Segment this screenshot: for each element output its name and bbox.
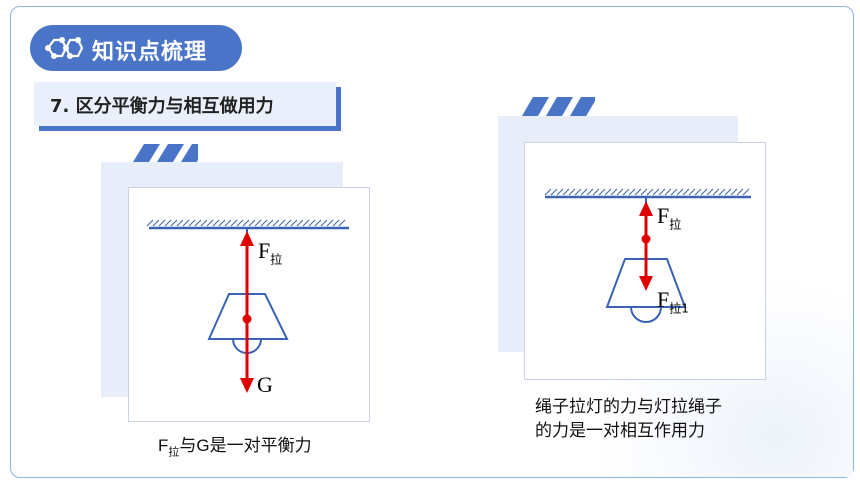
label-f-pull: F拉	[258, 238, 283, 267]
page-title: 知识点梳理	[92, 40, 208, 65]
molecule-icon	[45, 37, 84, 59]
caption-interaction-line2: 的力是一对相互作用力	[535, 421, 705, 440]
force-arrows	[240, 231, 254, 393]
ceiling-hatch	[146, 219, 346, 227]
section-heading: 7. 区分平衡力与相互做用力	[50, 96, 274, 117]
label-f-pull-lamp: F拉1	[657, 287, 689, 316]
caption-interaction-line1: 绳子拉灯的力与灯拉绳子	[535, 397, 722, 416]
label-gravity: G	[257, 372, 273, 397]
lamp-shade	[605, 258, 687, 323]
interaction-force-diagram	[544, 188, 751, 323]
section-banner	[34, 82, 336, 126]
force-arrows	[639, 201, 653, 291]
caption-balance: F拉与G是一对平衡力	[158, 436, 312, 459]
diagram-card-left: F拉 G	[128, 187, 370, 422]
diagram-card-right: F拉 F拉1	[524, 142, 766, 380]
label-f-pull-rope: F拉	[657, 203, 682, 232]
balance-force-diagram	[146, 219, 349, 393]
ceiling-hatch	[544, 188, 750, 196]
